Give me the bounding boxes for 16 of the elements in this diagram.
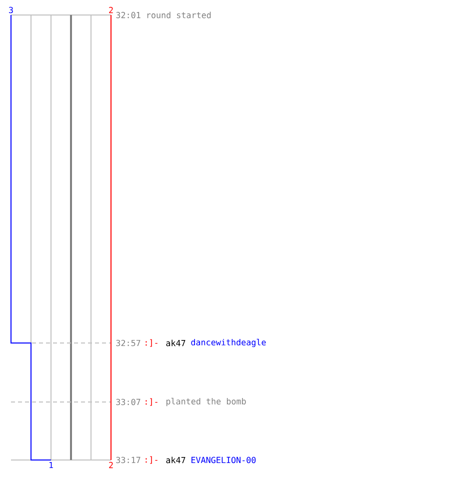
- timestamp: 32:57: [116, 340, 140, 346]
- axis-number: 1: [49, 462, 53, 468]
- axis-number: 2: [109, 6, 113, 14]
- player-name: dancewithdeagle: [191, 338, 266, 348]
- team-tag: :]-: [146, 456, 158, 464]
- timestamp: 33:07: [116, 398, 140, 406]
- team-tag: :]-: [146, 398, 158, 406]
- timestamp: 33:17: [116, 456, 140, 464]
- axis-number: 3: [9, 6, 13, 14]
- event-text: planted the bomb: [166, 398, 246, 406]
- event-text: 32:01 round started: [116, 12, 211, 18]
- player-name: EVANGELION-00: [192, 456, 256, 464]
- team-tag: :]-: [146, 339, 158, 347]
- weapon-name: ak47: [166, 340, 186, 346]
- axis-number: 2: [109, 462, 113, 468]
- weapon-name: ak47: [166, 456, 186, 464]
